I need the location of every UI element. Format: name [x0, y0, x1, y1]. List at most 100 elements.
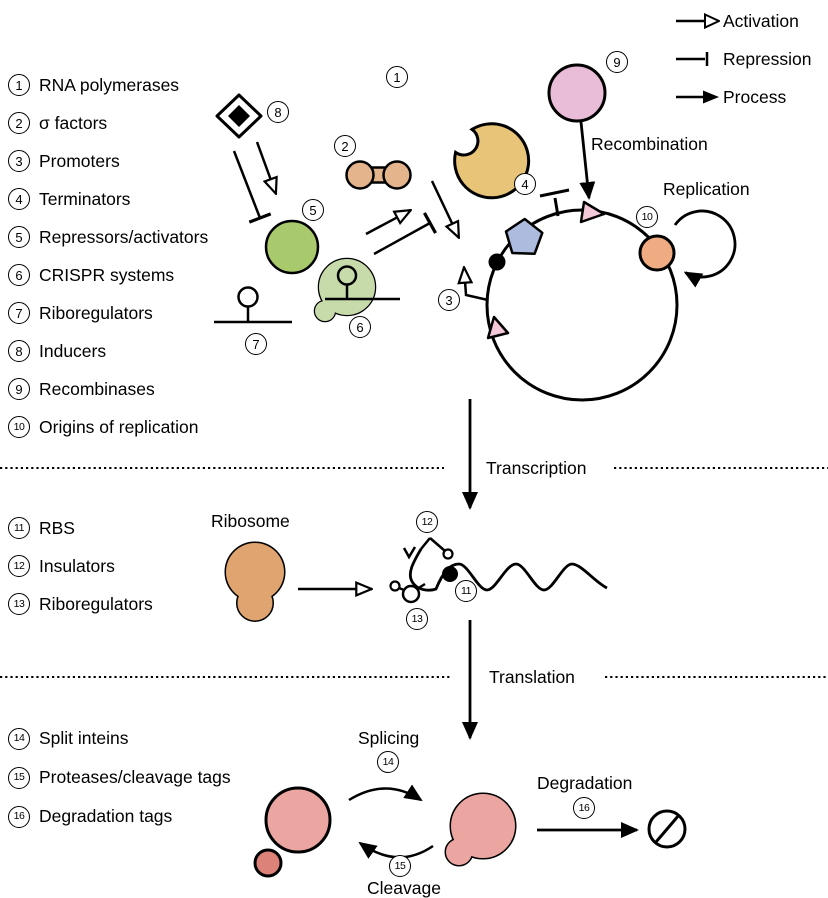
sigma-factor-right-lobe	[382, 160, 412, 190]
splicing-label: Splicing	[358, 728, 420, 748]
legend-item-label: Inducers	[39, 340, 107, 361]
legend-item-label: Promoters	[39, 150, 120, 171]
inducer-activation-arrow	[255, 141, 276, 194]
item-number-badge: 6	[8, 264, 30, 286]
legend-item-origins-of-replication: 10 Origins of replication	[8, 408, 208, 446]
protein-left-large	[264, 786, 332, 854]
legend-item-repressors-activators: 5 Repressors/activators	[8, 218, 208, 256]
riboregulator-glyph-small-circle	[389, 580, 401, 592]
item-number-badge: 11	[8, 517, 30, 539]
process-label: Process	[723, 86, 787, 107]
inducer-diamond-core	[228, 105, 250, 127]
legend-item-promoters: 3 Promoters	[8, 142, 208, 180]
legend-item-label: Proteases/cleavage tags	[39, 767, 231, 787]
badge-insulator: 12	[416, 511, 438, 533]
legend-item-label: CRISPR systems	[39, 264, 175, 285]
legend-item-label: Degradation tags	[39, 806, 173, 826]
item-number-badge: 16	[8, 805, 30, 828]
splicing-arc-arrow	[348, 784, 423, 802]
badge-terminator: 4	[514, 173, 536, 195]
badge-rna-polymerase: 1	[386, 66, 408, 88]
rna-parts-legend: 11 RBS 12 Insulators 13 Riboregulators	[8, 509, 153, 623]
legend-item-recombinases: 9 Recombinases	[8, 370, 208, 408]
transcription-label: Transcription	[486, 458, 587, 478]
legend-item-proteases-cleavage-tags: 15 Proteases/cleavage tags	[8, 758, 231, 797]
legend-item-label: Riboregulators	[39, 593, 153, 614]
rbs-dot	[442, 566, 458, 582]
badge-recombinase: 9	[606, 51, 628, 73]
recombination-label: Recombination	[591, 134, 708, 154]
legend-item-riboregulators: 7 Riboregulators	[8, 294, 208, 332]
protein-left-small	[253, 848, 283, 878]
degradation-label: Degradation	[537, 773, 633, 793]
riboregulator-glyph-link	[416, 582, 426, 591]
repression-bar-icon	[676, 52, 709, 66]
legend-repression: Repression	[674, 40, 828, 78]
badge-riboregulator-rna: 13	[406, 608, 428, 630]
gene-pentagon	[504, 217, 544, 256]
badge-protease: 15	[389, 855, 411, 877]
riboregulator-glyph-circle	[401, 584, 421, 604]
legend-item-insulators: 12 Insulators	[8, 547, 153, 585]
item-number-badge: 5	[8, 226, 30, 248]
legend-process: Process	[674, 78, 828, 116]
crispr-hairpin-loop	[336, 265, 358, 286]
badge-repressor-activator: 5	[302, 199, 324, 221]
badge-origin-of-replication: 10	[636, 206, 658, 228]
badge-promoter: 3	[438, 289, 460, 311]
legend-item-label: Insulators	[39, 555, 115, 576]
legend-item-sigma-factors: 2 σ factors	[8, 104, 208, 142]
terminator-bar	[539, 188, 570, 198]
rnap-to-promoter-arrow	[430, 180, 461, 238]
badge-riboregulator: 7	[245, 333, 267, 355]
promoter-arrow	[464, 267, 489, 302]
recombinase-circle	[547, 63, 607, 123]
process-arrow-icon	[676, 90, 719, 104]
insulator-glyph-tip	[442, 548, 454, 560]
mrna-wave	[408, 548, 608, 592]
insulator-glyph-check	[402, 546, 417, 560]
item-number-badge: 4	[8, 188, 30, 210]
riboregulator-loop	[237, 286, 259, 308]
cleavage-label: Cleavage	[367, 878, 441, 898]
ribosome-label: Ribosome	[211, 511, 290, 531]
legend-item-label: Riboregulators	[39, 302, 153, 323]
item-number-badge: 3	[8, 150, 30, 172]
item-number-badge: 1	[8, 74, 30, 96]
legend-item-inducers: 8 Inducers	[8, 332, 208, 370]
recombination-site-triangle-top	[579, 200, 606, 224]
origin-of-replication-circle	[638, 234, 676, 272]
degradation-null-slash	[654, 814, 681, 843]
recombination-site-triangle-left	[486, 315, 510, 340]
activation-arrow-icon	[676, 12, 720, 30]
protein-parts-legend: 14 Split inteins 15 Proteases/cleavage t…	[8, 719, 231, 836]
ribosome-small-fill	[237, 585, 273, 621]
item-number-badge: 10	[8, 416, 30, 438]
terminator-stem	[553, 197, 560, 217]
item-number-badge: 14	[8, 727, 30, 750]
badge-crispr: 6	[349, 316, 371, 338]
plasmid-black-dot	[488, 253, 506, 271]
item-number-badge: 8	[8, 340, 30, 362]
legend-item-label: RBS	[39, 517, 75, 538]
legend-item-rbs: 11 RBS	[8, 509, 153, 547]
regulator-activation-arrow	[365, 210, 411, 236]
legend-item-split-inteins: 14 Split inteins	[8, 719, 231, 758]
rna-polymerase-shape	[453, 122, 531, 200]
legend-item-label: RNA polymerases	[39, 74, 180, 95]
crispr-blob-small-fill	[315, 301, 335, 321]
protein-right-small-fill	[446, 839, 472, 865]
legend-item-rna-polymerases: 1 RNA polymerases	[8, 66, 208, 104]
regulator-repression-arrow	[373, 212, 437, 256]
replication-loop-arrow	[673, 209, 737, 288]
item-number-badge: 7	[8, 302, 30, 324]
recombination-arrow	[579, 121, 596, 200]
badge-sigma-factor: 2	[334, 135, 356, 157]
legend-item-label: Split inteins	[39, 728, 129, 748]
badge-inducer: 8	[267, 101, 289, 123]
legend-activation: Activation	[674, 2, 828, 40]
replication-label: Replication	[663, 179, 750, 199]
legend-item-label: Origins of replication	[39, 416, 199, 437]
badge-rbs: 11	[455, 580, 477, 602]
